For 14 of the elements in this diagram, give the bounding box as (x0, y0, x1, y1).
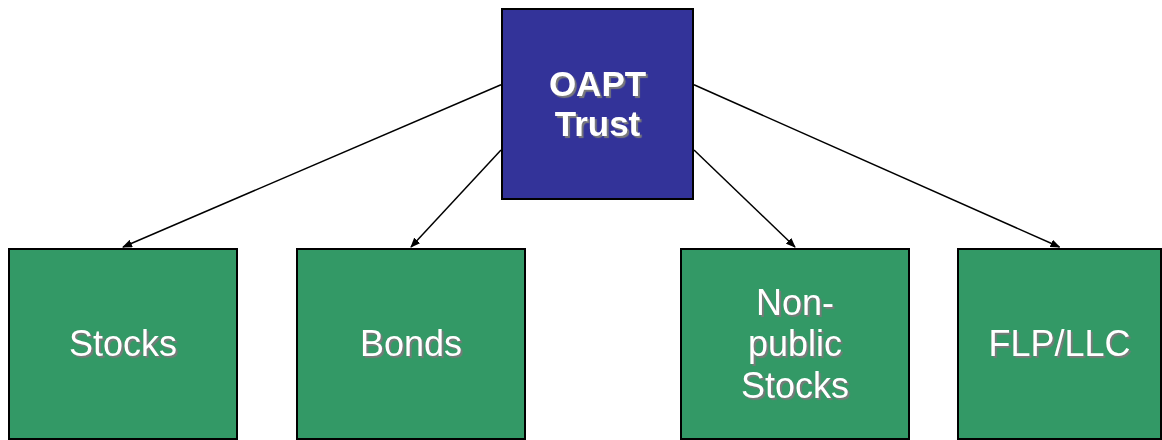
node-label: Stocks (68, 323, 177, 365)
asset-box (680, 248, 910, 440)
node-label: FLP/LLC (988, 323, 1131, 365)
node-label: OAPT Trust (547, 63, 648, 145)
node-label: Non- public Stocks (739, 281, 850, 407)
arrow (693, 84, 1061, 248)
arrow (410, 149, 502, 248)
asset-box (296, 248, 526, 440)
arrow (122, 84, 502, 248)
asset-box (8, 248, 238, 440)
arrow (693, 149, 796, 248)
asset-box (957, 248, 1162, 440)
parent-box (501, 8, 694, 200)
node-label: Bonds (359, 323, 463, 365)
